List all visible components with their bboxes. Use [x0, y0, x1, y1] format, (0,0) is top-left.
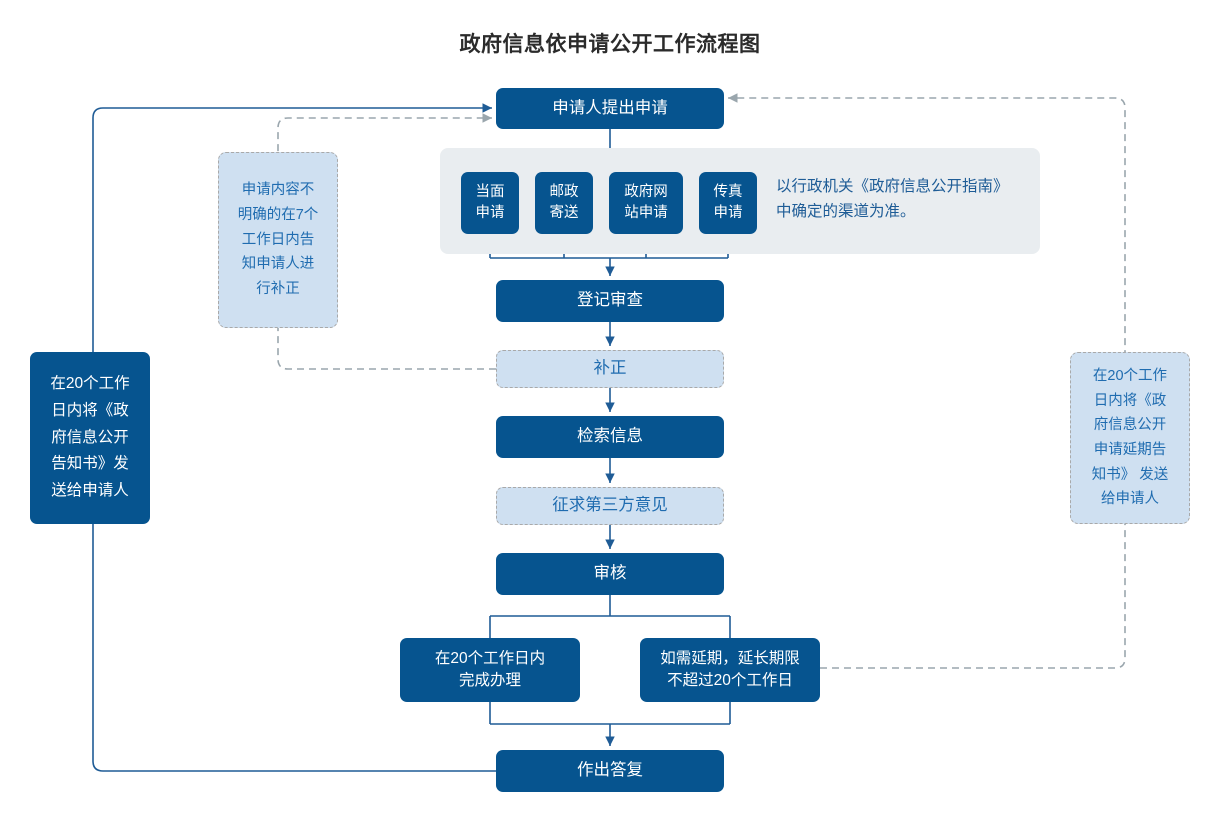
node-apply[interactable]: 申请人提出申请 [496, 88, 724, 129]
annotation-extension-notice: 在20个工作 日内将《政 府信息公开 申请延期告 知书》 发送 给申请人 [1070, 352, 1190, 524]
node-supplement[interactable]: 补正 [496, 350, 724, 388]
node-retrieve-information[interactable]: 检索信息 [496, 416, 724, 458]
node-third-party-opinion[interactable]: 征求第三方意见 [496, 487, 724, 525]
node-make-reply[interactable]: 作出答复 [496, 750, 724, 792]
node-channel-fax[interactable]: 传真 申请 [699, 172, 757, 234]
node-channel-postal[interactable]: 邮政 寄送 [535, 172, 593, 234]
node-complete-within-20-days[interactable]: 在20个工作日内 完成办理 [400, 638, 580, 702]
node-extension[interactable]: 如需延期，延长期限 不超过20个工作日 [640, 638, 820, 702]
node-channel-website[interactable]: 政府网 站申请 [609, 172, 683, 234]
channel-note: 以行政机关《政府信息公开指南》 中确定的渠道为准。 [776, 178, 1009, 221]
annotation-unclear-application: 申请内容不 明确的在7个 工作日内告 知申请人进 行补正 [218, 152, 338, 328]
node-registration-review[interactable]: 登记审查 [496, 280, 724, 322]
node-review[interactable]: 审核 [496, 553, 724, 595]
page-title: 政府信息依申请公开工作流程图 [459, 33, 761, 56]
node-channel-in-person[interactable]: 当面 申请 [461, 172, 519, 234]
annotation-notice-delivery: 在20个工作 日内将《政 府信息公开 告知书》发 送给申请人 [30, 352, 150, 524]
